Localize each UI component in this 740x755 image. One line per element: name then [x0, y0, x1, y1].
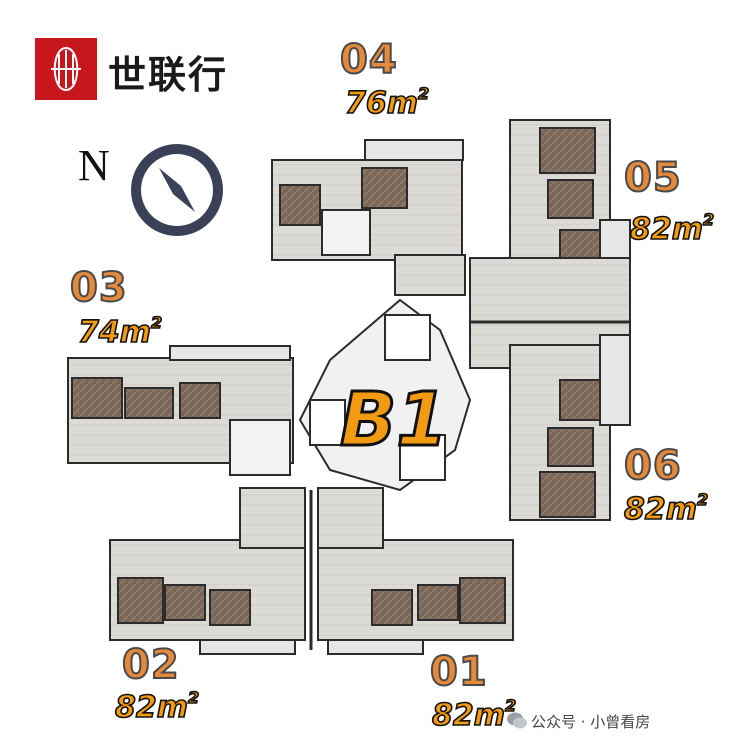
- north-label: N: [78, 141, 110, 190]
- unit-05-area: 82m2: [629, 210, 715, 247]
- unit-05-number: 05: [623, 155, 682, 201]
- building-label: B1: [339, 377, 450, 463]
- unit-02-number: 02: [121, 642, 180, 688]
- unit-01-area: 82m2: [431, 696, 517, 733]
- unit-01-number: 01: [429, 649, 488, 695]
- unit-04-number: 04: [339, 37, 398, 83]
- unit-02-area: 82m2: [114, 688, 200, 725]
- unit-06-number: 06: [623, 443, 682, 489]
- compass-icon: [131, 144, 223, 236]
- unit-03-area: 74m2: [77, 313, 163, 350]
- unit-04-area: 76m2: [344, 84, 430, 121]
- unit-06-area: 82m2: [623, 490, 709, 527]
- brand-logo: [35, 38, 97, 100]
- brand-logo-mark: [51, 46, 81, 92]
- watermark-text: 公众号 · 小曾看房: [531, 713, 651, 731]
- unit-03-number: 03: [69, 265, 128, 311]
- brand-name: 世联行: [108, 53, 229, 97]
- wechat-icon: [507, 712, 527, 729]
